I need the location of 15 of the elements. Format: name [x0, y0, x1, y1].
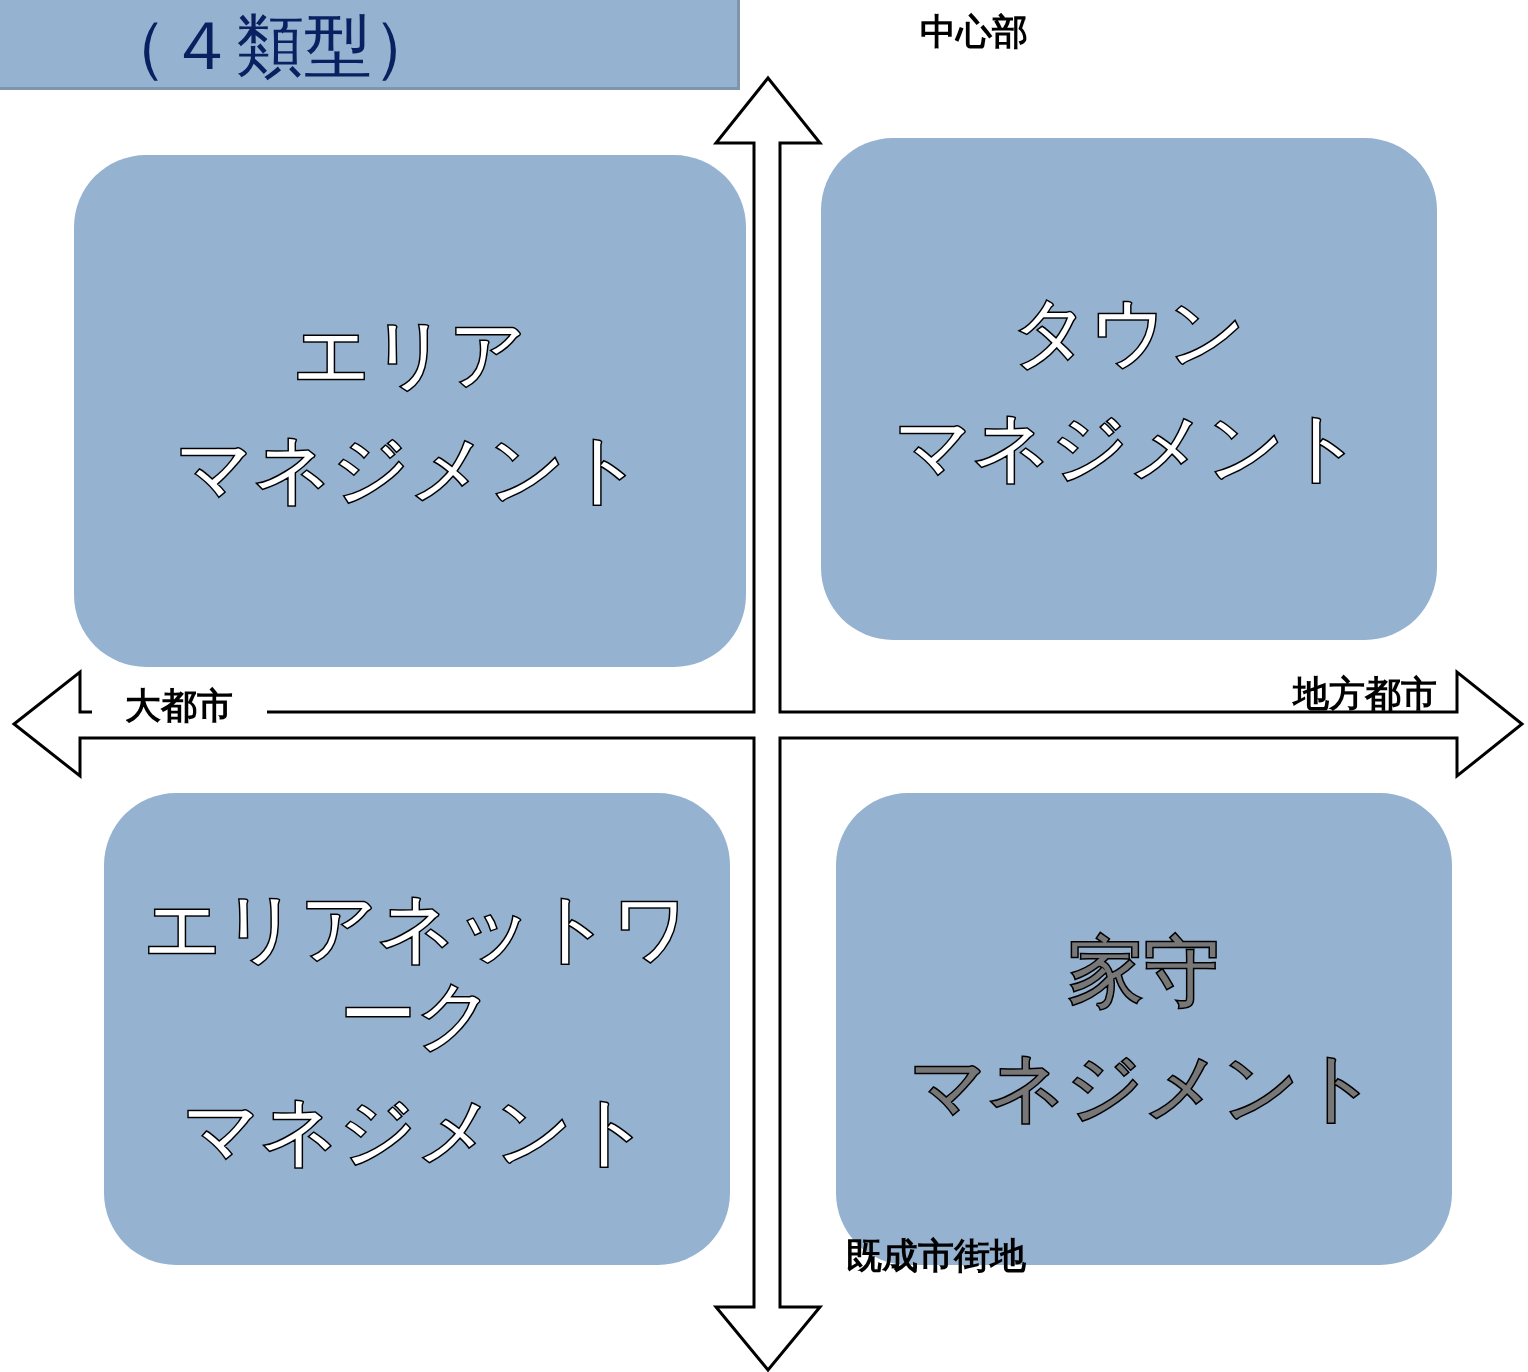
- box-label: マネジメント: [183, 1086, 651, 1175]
- axis-label: 地方都市: [1293, 672, 1437, 716]
- box-label: エリア: [293, 309, 527, 397]
- box-label: マネジメント: [176, 425, 644, 513]
- box-label: マネジメント: [910, 1043, 1378, 1131]
- rounded-box: [74, 155, 746, 667]
- title-text: （４類型）: [100, 12, 440, 80]
- box-label: マネジメント: [895, 403, 1363, 491]
- axis-label: 既成市街地: [846, 1234, 1026, 1278]
- box-label: タウン: [1012, 287, 1246, 375]
- axis-label: 中心部: [920, 10, 1028, 54]
- box-label: エリアネットワーク: [143, 883, 691, 1059]
- box-label: 家守: [1068, 927, 1220, 1015]
- rounded-box: [104, 793, 730, 1265]
- rounded-box: [821, 138, 1437, 640]
